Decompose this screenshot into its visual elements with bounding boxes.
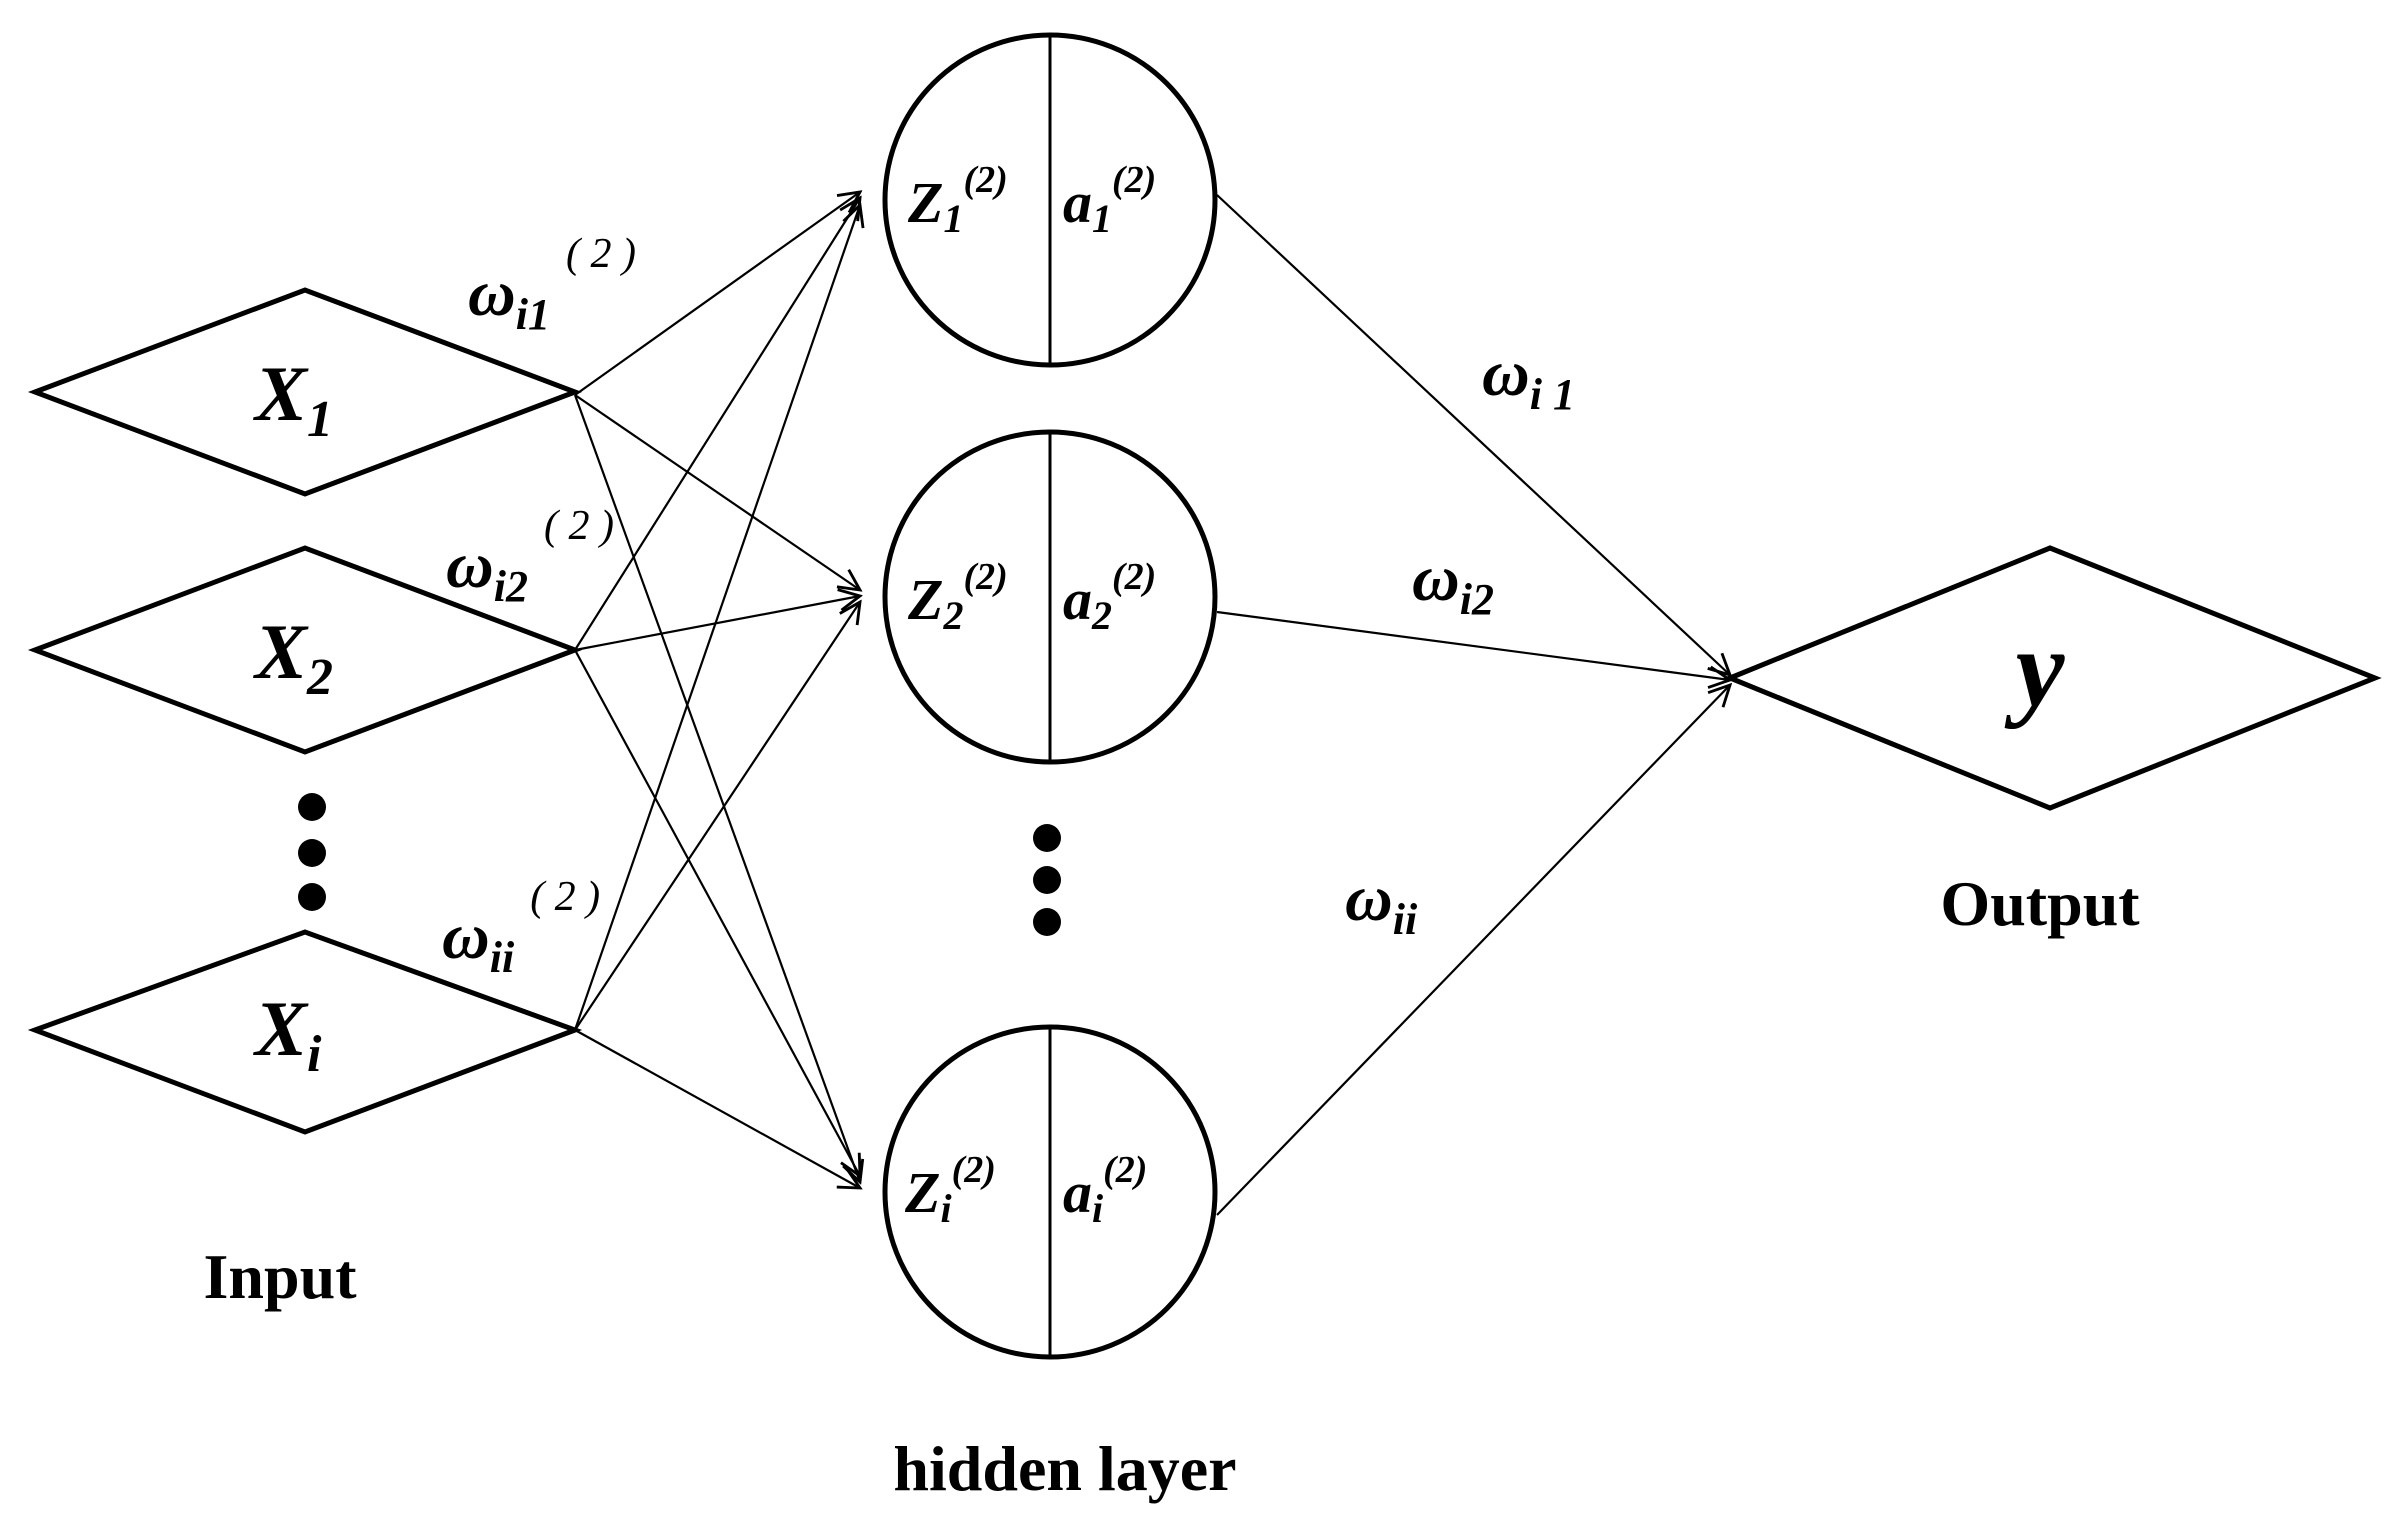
hidden-node-2-a: a2(2) bbox=[1063, 556, 1156, 638]
edge-xi-hi bbox=[574, 1029, 860, 1188]
input-ellipsis bbox=[298, 793, 326, 911]
caption-hidden: hidden layer bbox=[893, 1433, 1236, 1504]
hidden-node-1-a: a1(2) bbox=[1063, 159, 1156, 241]
hidden-node-1: Z1(2) a1(2) bbox=[882, 32, 1218, 368]
input-node-1: X1 bbox=[27, 287, 583, 497]
edge-x1-h1 bbox=[574, 192, 860, 396]
edge-x2-h1 bbox=[574, 198, 860, 651]
hidden-ellipsis bbox=[1033, 824, 1061, 936]
edge-x2-h2 bbox=[574, 596, 860, 652]
svg-text:X1: X1 bbox=[253, 350, 333, 448]
caption-output: Output bbox=[1940, 868, 2140, 939]
svg-text:X2: X2 bbox=[253, 608, 333, 706]
caption-input: Input bbox=[204, 1241, 358, 1312]
hidden-node-i: Zi(2) ai(2) bbox=[882, 1024, 1218, 1360]
edge-xi-h2 bbox=[574, 602, 860, 1031]
input-weight-i: ωii( 2 ) bbox=[442, 874, 600, 982]
input-weight-2: ωi2( 2 ) bbox=[446, 503, 614, 611]
edge-h1-y bbox=[1216, 194, 1730, 675]
edge-x1-hi bbox=[573, 394, 860, 1182]
input-hidden-connections bbox=[573, 192, 860, 1188]
input-weight-1: ωi1( 2 ) bbox=[468, 231, 636, 339]
input-node-1-base: X bbox=[253, 350, 309, 437]
hidden-output-connections bbox=[1216, 194, 1730, 1216]
hidden-node-i-a: ai(2) bbox=[1063, 1149, 1147, 1231]
hidden-node-2: Z2(2) a2(2) bbox=[882, 429, 1218, 765]
input-node-2: X2 bbox=[27, 545, 583, 755]
edge-xi-h1 bbox=[573, 205, 860, 1031]
input-node-2-sub: 2 bbox=[306, 649, 333, 706]
edge-hi-y bbox=[1216, 685, 1730, 1216]
output-node: y bbox=[1723, 545, 2382, 811]
input-node-2-base: X bbox=[253, 608, 309, 695]
edge-h2-y bbox=[1216, 610, 1730, 680]
svg-text:Xi: Xi bbox=[253, 985, 322, 1083]
output-weight-1: ωi 1 bbox=[1482, 337, 1575, 419]
input-node-i: Xi bbox=[27, 929, 583, 1135]
input-node-i-base: X bbox=[253, 985, 309, 1072]
input-node-1-sub: 1 bbox=[307, 391, 333, 448]
output-weight-i: ωii bbox=[1345, 862, 1418, 944]
edge-x1-h2 bbox=[574, 394, 860, 590]
input-node-i-sub: i bbox=[307, 1026, 322, 1083]
hidden-node-i-z: Zi(2) bbox=[904, 1149, 996, 1231]
hidden-node-2-z: Z2(2) bbox=[907, 556, 1008, 638]
hidden-node-1-z: Z1(2) bbox=[907, 159, 1008, 241]
output-weight-2: ωi2 bbox=[1412, 542, 1494, 624]
edge-x2-hi bbox=[574, 649, 860, 1176]
